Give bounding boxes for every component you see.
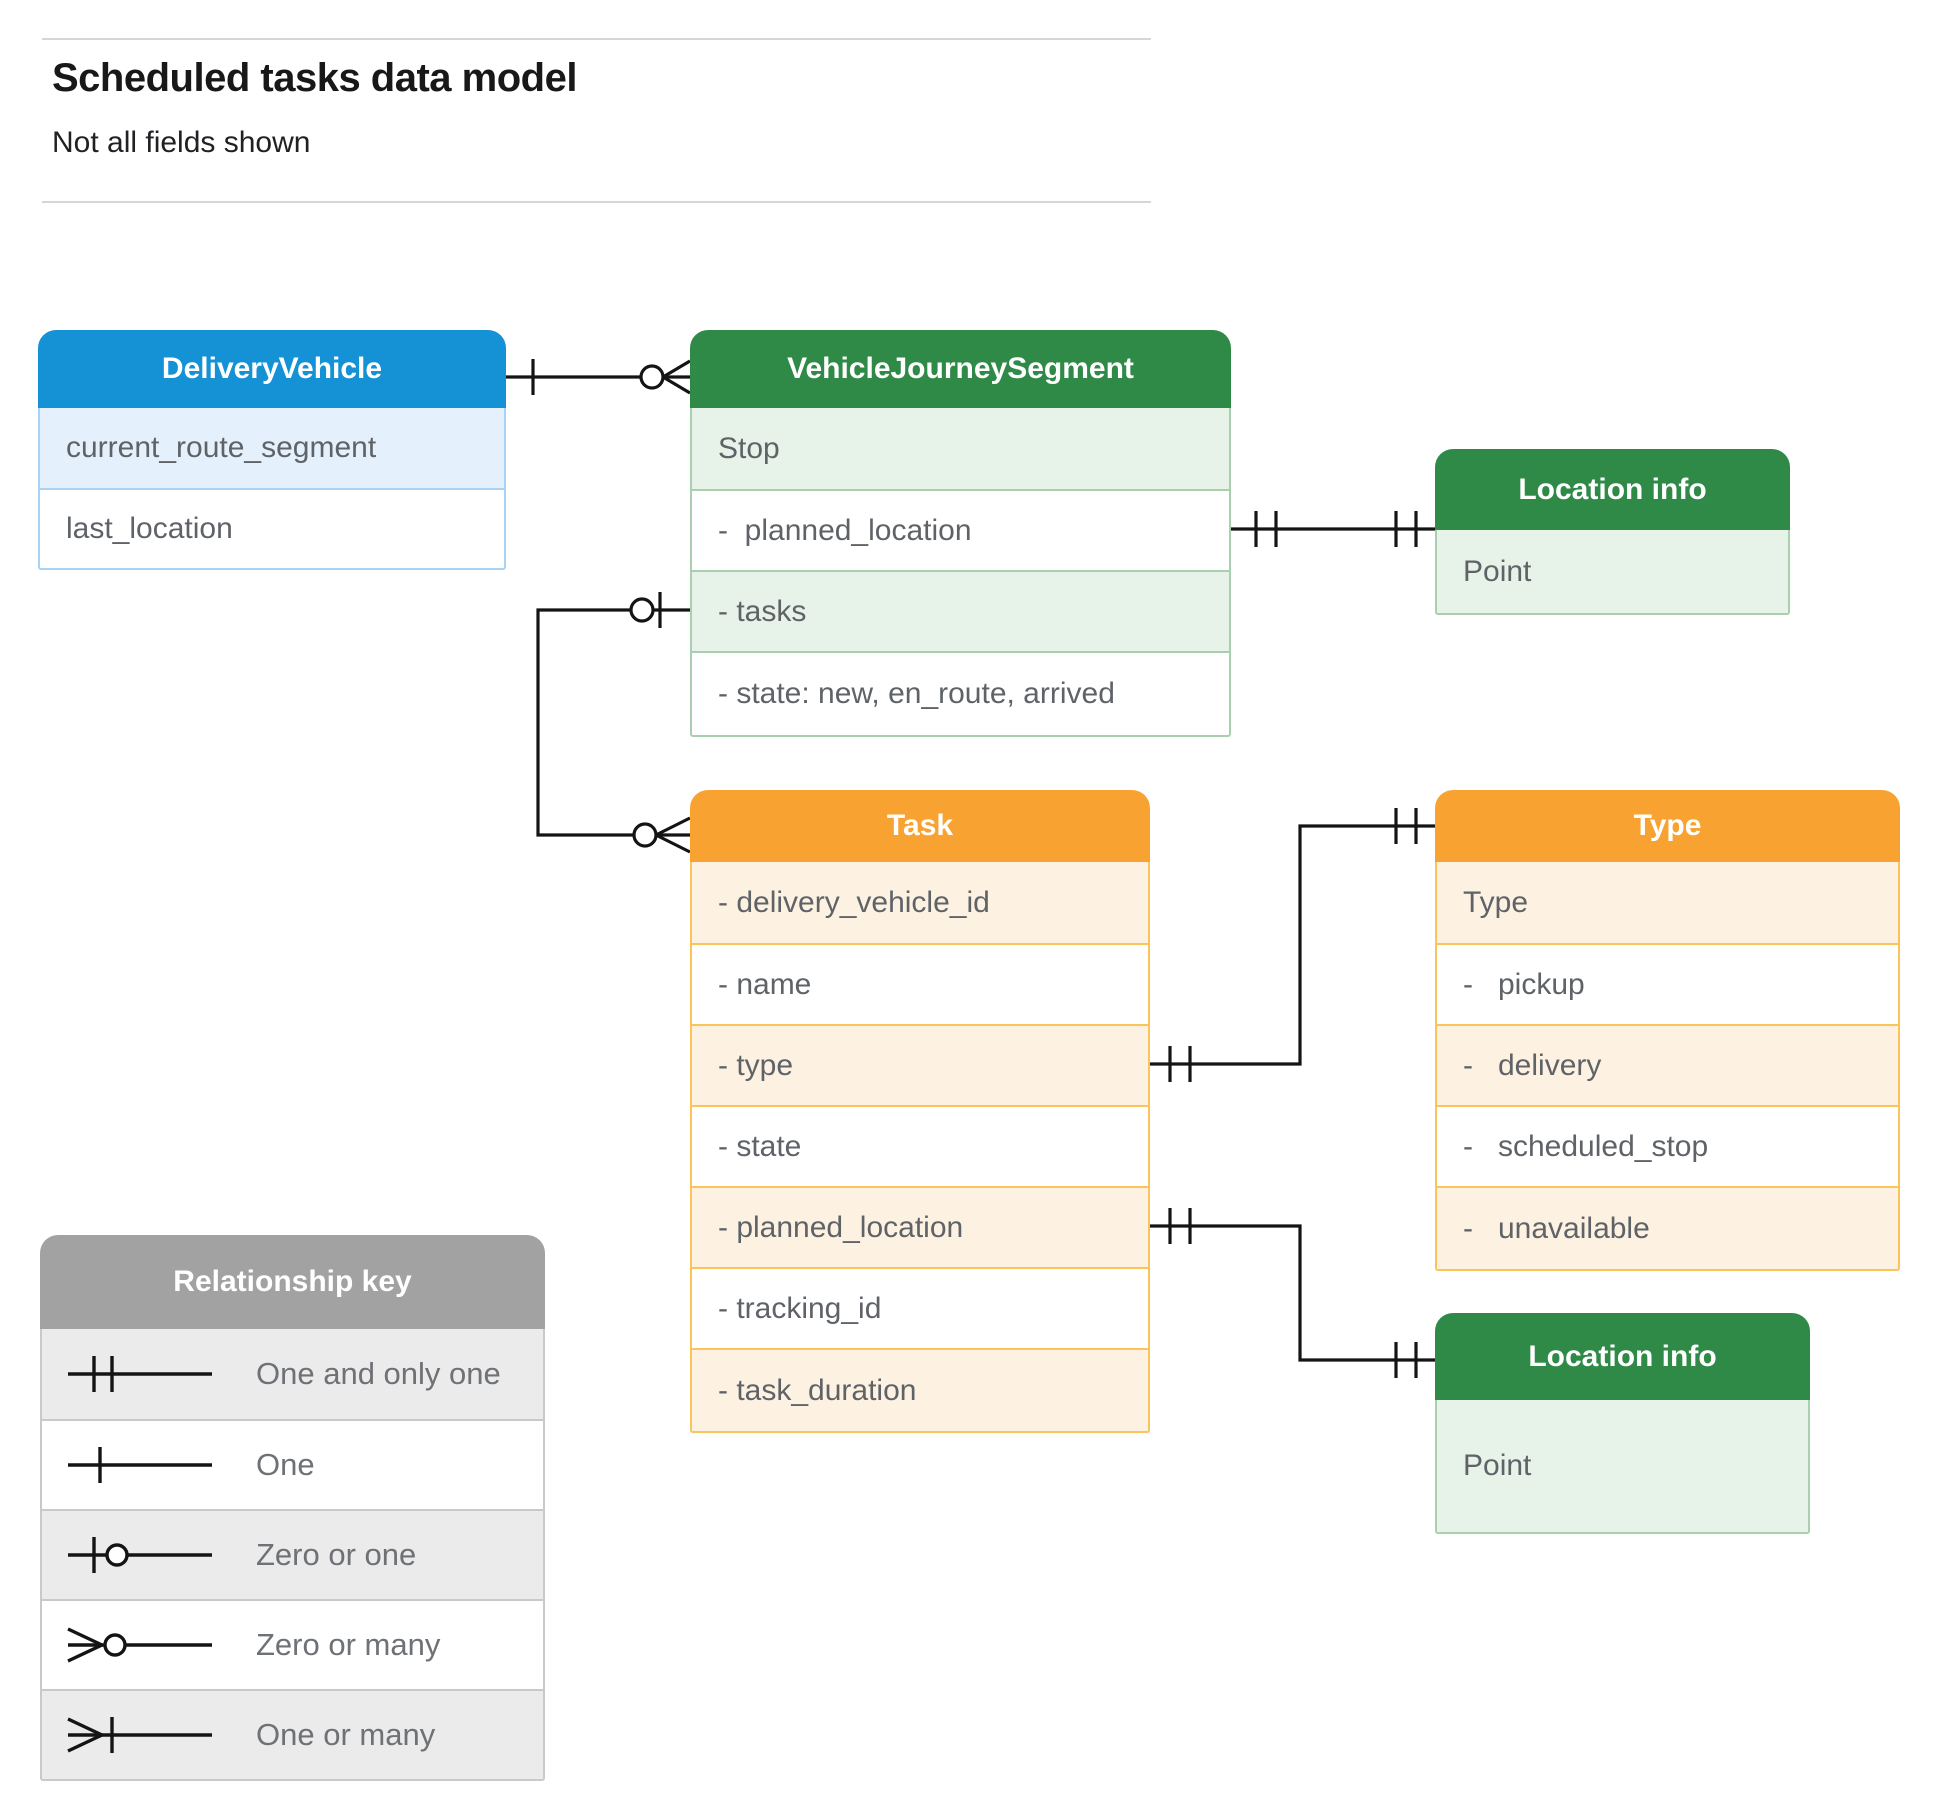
row-task-duration: - task_duration bbox=[692, 1348, 1148, 1431]
relationship-key-title: Relationship key bbox=[40, 1235, 545, 1329]
connector-deliveryvehicle-to-vehiclejourneysegment bbox=[506, 359, 691, 395]
legend-label: One and only one bbox=[256, 1356, 501, 1391]
one-and-only-one-icon bbox=[62, 1352, 222, 1396]
bottom-divider bbox=[42, 201, 1151, 203]
legend-item: One or many bbox=[42, 1689, 543, 1779]
row-tasks: - tasks bbox=[692, 570, 1229, 651]
row-type: - type bbox=[692, 1024, 1148, 1105]
connector-vjs-tasks-to-task bbox=[536, 592, 691, 854]
connector-task-type-to-type bbox=[1150, 808, 1435, 1082]
one-or-many-icon bbox=[62, 1713, 222, 1757]
one-icon bbox=[62, 1443, 222, 1487]
row-point: Point bbox=[1437, 530, 1788, 613]
entity-task: Task - delivery_vehicle_id - name - type… bbox=[690, 790, 1150, 1433]
row-last-location: last_location bbox=[40, 488, 504, 568]
row-scheduled-stop: - scheduled_stop bbox=[1437, 1105, 1898, 1186]
zero-or-many-icon bbox=[62, 1623, 222, 1667]
relationship-key: Relationship key One and only one One bbox=[40, 1235, 545, 1781]
entity-title: Task bbox=[690, 790, 1150, 862]
legend-item: Zero or one bbox=[42, 1509, 543, 1599]
entity-vehicle-journey-segment: VehicleJourneySegment Stop - planned_loc… bbox=[690, 330, 1231, 737]
row-unavailable: - unavailable bbox=[1437, 1186, 1898, 1269]
entity-title: Location info bbox=[1435, 449, 1790, 530]
row-stop: Stop bbox=[692, 408, 1229, 489]
row-delivery: - delivery bbox=[1437, 1024, 1898, 1105]
entity-location-info-bottom: Location info Point bbox=[1435, 1313, 1810, 1534]
row-type-label: Type bbox=[1437, 862, 1898, 943]
legend-item: Zero or many bbox=[42, 1599, 543, 1689]
entity-location-info-top: Location info Point bbox=[1435, 449, 1790, 615]
entity-title: Location info bbox=[1435, 1313, 1810, 1400]
legend-label: One bbox=[256, 1447, 315, 1482]
row-state: - state: new, en_route, arrived bbox=[692, 651, 1229, 735]
row-planned-location: - planned_location bbox=[692, 1186, 1148, 1267]
row-name: - name bbox=[692, 943, 1148, 1024]
top-divider bbox=[42, 38, 1151, 40]
row-point: Point bbox=[1437, 1400, 1808, 1532]
entity-type: Type Type - pickup - delivery - schedule… bbox=[1435, 790, 1900, 1271]
page-title: Scheduled tasks data model bbox=[52, 56, 577, 100]
zero-or-one-icon bbox=[62, 1533, 222, 1577]
entity-title: DeliveryVehicle bbox=[38, 330, 506, 408]
row-state: - state bbox=[692, 1105, 1148, 1186]
page-subtitle: Not all fields shown bbox=[52, 126, 311, 159]
row-tracking-id: - tracking_id bbox=[692, 1267, 1148, 1348]
row-planned-location: - planned_location bbox=[692, 489, 1229, 570]
legend-label: One or many bbox=[256, 1717, 436, 1752]
connector-vjs-plannedlocation-to-locationinfo bbox=[1231, 511, 1435, 547]
entity-title: VehicleJourneySegment bbox=[690, 330, 1231, 408]
connector-task-plannedlocation-to-locationinfo bbox=[1150, 1208, 1435, 1378]
entity-title: Type bbox=[1435, 790, 1900, 862]
row-current-route-segment: current_route_segment bbox=[40, 408, 504, 488]
legend-item: One bbox=[42, 1419, 543, 1509]
row-pickup: - pickup bbox=[1437, 943, 1898, 1024]
legend-label: Zero or many bbox=[256, 1627, 441, 1662]
row-delivery-vehicle-id: - delivery_vehicle_id bbox=[692, 862, 1148, 943]
legend-item: One and only one bbox=[42, 1329, 543, 1419]
legend-label: Zero or one bbox=[256, 1537, 417, 1572]
entity-delivery-vehicle: DeliveryVehicle current_route_segment la… bbox=[38, 330, 506, 570]
